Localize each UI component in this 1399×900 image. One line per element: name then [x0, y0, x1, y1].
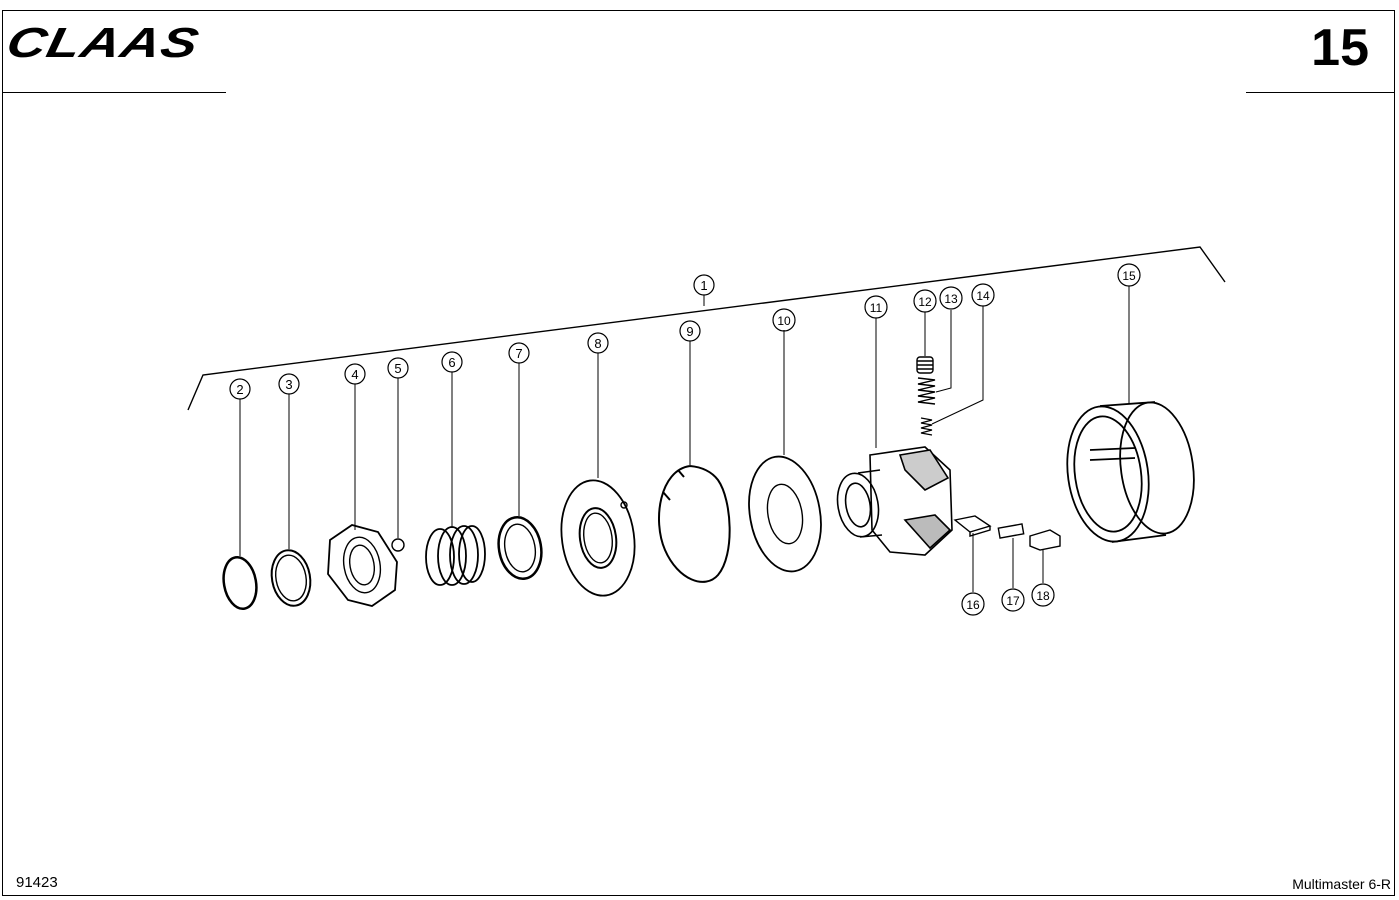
- part-seal-ring: [497, 516, 543, 580]
- part-detent-spring: [920, 417, 933, 436]
- callout-1-label: 1: [700, 278, 707, 293]
- callout-15-label: 15: [1122, 269, 1136, 283]
- callout-3: 3: [278, 373, 300, 395]
- callout-7-label: 7: [515, 346, 522, 361]
- callout-18-label: 18: [1036, 589, 1050, 603]
- callout-14: 14: [971, 283, 995, 307]
- part-small-spring: [917, 377, 936, 405]
- callout-13: 13: [939, 286, 963, 310]
- page-number: 15: [1311, 19, 1369, 77]
- callout-12: 12: [913, 289, 937, 313]
- callout-6: 6: [441, 351, 463, 373]
- part-key-16: [953, 515, 992, 537]
- part-housing-drum: [1066, 401, 1195, 543]
- part-key-18: [1029, 529, 1061, 551]
- callout-6-label: 6: [448, 355, 455, 370]
- callout-12-label: 12: [918, 295, 932, 309]
- callout-8: 8: [587, 332, 609, 354]
- callout-4-label: 4: [351, 367, 358, 382]
- callout-11-label: 11: [870, 301, 883, 315]
- part-key-17: [997, 523, 1025, 539]
- callout-2: 2: [229, 378, 251, 400]
- callout-2-label: 2: [236, 382, 243, 397]
- leader-lines: [239, 286, 1130, 592]
- part-disc-hub: [560, 479, 636, 597]
- callout-13-label: 13: [944, 292, 958, 306]
- part-splined-hub: [836, 446, 953, 556]
- callout-5: 5: [387, 357, 409, 379]
- part-ball: [391, 538, 405, 552]
- part-spring: [425, 525, 486, 586]
- callout-14-label: 14: [976, 289, 990, 303]
- part-circlip: [658, 465, 731, 583]
- callout-4: 4: [344, 363, 366, 385]
- callout-8-label: 8: [594, 336, 601, 351]
- callout-17-label: 17: [1006, 594, 1020, 608]
- assembly-bracket: [187, 246, 1226, 411]
- callout-10-label: 10: [777, 314, 791, 328]
- callout-9: 9: [679, 320, 701, 342]
- callout-10: 10: [772, 308, 796, 332]
- part-plug: [916, 356, 934, 374]
- callout-7: 7: [508, 342, 530, 364]
- callout-9-label: 9: [686, 324, 693, 339]
- logo-underline: [2, 92, 226, 93]
- callout-3-label: 3: [285, 377, 292, 392]
- drawing-code: 91423: [16, 874, 58, 891]
- callout-15: 15: [1117, 263, 1141, 287]
- callout-1: 1: [693, 274, 715, 296]
- page-number-underline: [1246, 92, 1395, 93]
- part-ring: [270, 549, 312, 607]
- callout-5-label: 5: [394, 361, 401, 376]
- part-snap-ring: [222, 555, 258, 611]
- part-flange: [327, 524, 398, 607]
- callout-16-label: 16: [966, 598, 980, 612]
- callout-11: 11: [864, 295, 888, 319]
- callout-18: 18: [1031, 583, 1055, 607]
- callout-17: 17: [1001, 588, 1025, 612]
- part-thrust-washer: [748, 455, 822, 573]
- callout-16: 16: [961, 592, 985, 616]
- model-name: Multimaster 6-R: [1292, 876, 1391, 892]
- page-frame: [2, 10, 1395, 896]
- callouts: 1 2 3 4 5 6 7 8 9 10 11 12 13 14 15 16 1…: [229, 263, 1141, 616]
